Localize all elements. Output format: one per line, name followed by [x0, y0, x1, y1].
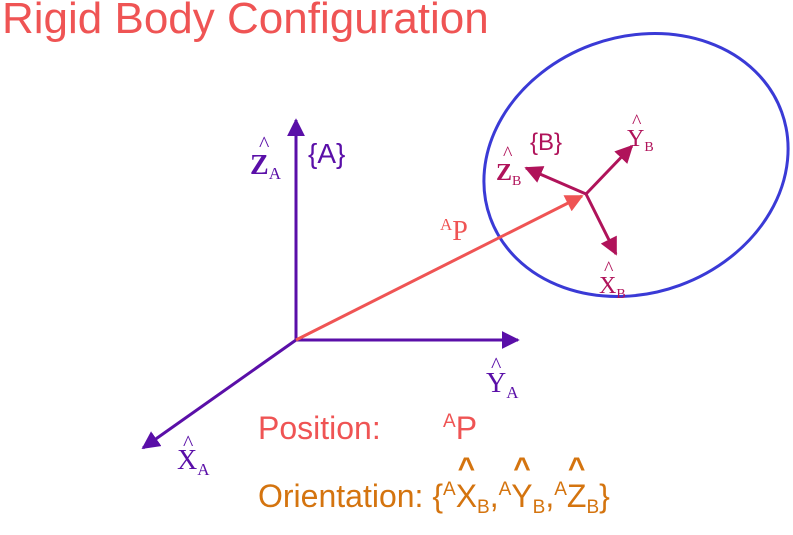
position-value: AP [443, 410, 477, 447]
position-vector-arrow [295, 194, 584, 342]
rigid-body-ellipse [482, 32, 790, 298]
orientation-label: Orientation: [258, 478, 424, 514]
orientation-sep-2: , [545, 478, 555, 514]
orientation-y-item: ^Y [511, 454, 533, 515]
page-title: Rigid Body Configuration [2, 0, 489, 43]
orientation-x-superscript: A [443, 479, 456, 500]
orientation-y-hat: ^ [513, 452, 531, 485]
position-superscript: A [443, 411, 456, 432]
position-symbol: P [455, 410, 478, 446]
frame-a-y-label: YA [486, 368, 519, 402]
orientation-sep-1: , [489, 478, 499, 514]
frame-a-x-axis [141, 338, 297, 450]
frame-a-z-hat: ^ [259, 131, 270, 156]
frame-a-x-label: XA [177, 445, 210, 479]
orientation-y-superscript: A [498, 479, 512, 500]
frame-b-z-label: ZB [496, 160, 521, 189]
frame-a-z-label: ZA [250, 150, 282, 183]
frame-b-x-hat: ^ [604, 258, 614, 280]
orientation-z-symbol: Z [566, 478, 587, 514]
frame-b-x-axis [584, 193, 618, 256]
orientation-x-sub: B [477, 497, 490, 518]
orientation-x-hat: ^ [457, 452, 476, 485]
orientation-z-item: ^Z [566, 454, 587, 515]
frame-a-x-hat: ^ [183, 430, 194, 455]
frame-b-y-axis [584, 144, 634, 196]
orientation-x-symbol: X [455, 478, 478, 514]
orientation-y-sub: B [532, 497, 546, 518]
orientation-close-brace: } [599, 478, 610, 514]
orientation-z-superscript: A [554, 479, 567, 500]
orientation-z-sub: B [586, 497, 600, 518]
frame-b-y-label: YB [627, 126, 654, 155]
orientation-z-hat: ^ [567, 452, 586, 485]
position-label: Position: [258, 410, 381, 446]
position-vector-label: AP [440, 215, 468, 247]
orientation-open-brace: { [432, 478, 443, 514]
position-line: Position: AP [258, 410, 477, 447]
frame-a-y-hat: ^ [491, 352, 502, 377]
frame-b-x-label: XB [599, 273, 626, 302]
orientation-y-symbol: Y [511, 478, 533, 514]
orientation-x-item: ^X [455, 454, 478, 515]
orientation-line: Orientation: {A^XB,A^YB,A^ZB} [258, 454, 610, 519]
frame-b-y-hat: ^ [632, 111, 642, 133]
frame-b-label: {B} [530, 129, 562, 156]
frame-b-z-axis [524, 166, 587, 196]
frame-a-label: {A} [308, 138, 345, 169]
frame-b-z-hat: ^ [503, 143, 513, 165]
